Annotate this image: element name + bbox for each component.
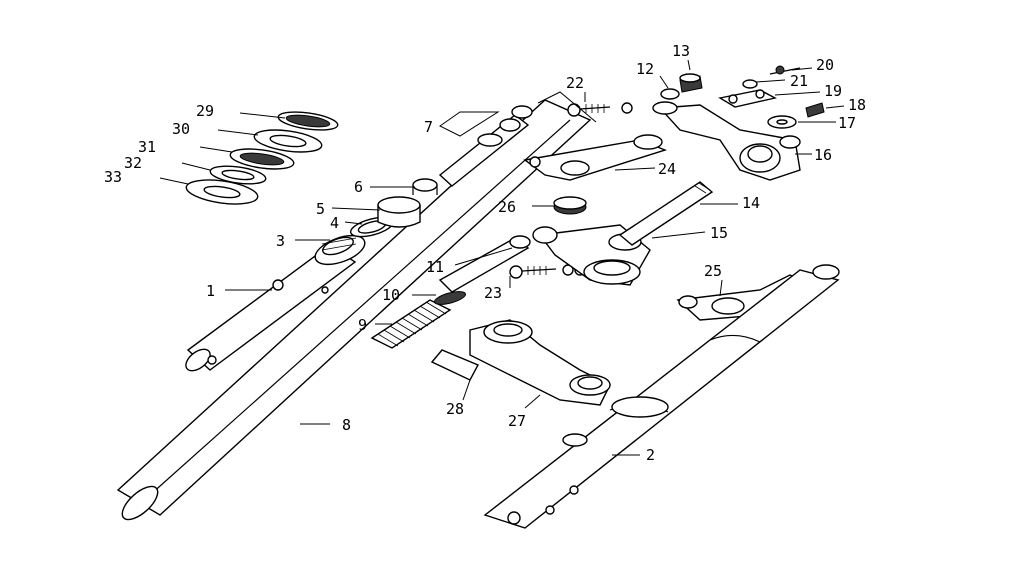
- callout-7: 7: [424, 118, 433, 136]
- callout-10: 10: [382, 286, 400, 304]
- part-21-washer: [742, 79, 758, 89]
- callout-27: 27: [508, 412, 526, 430]
- callout-17: 17: [838, 114, 856, 132]
- callout-9: 9: [358, 316, 367, 334]
- part-27-clamp: [469, 319, 611, 406]
- callout-23: 23: [484, 284, 502, 302]
- part-16-upper-clamp: [652, 101, 801, 181]
- callout-12: 12: [636, 60, 654, 78]
- callout-1: 1: [206, 282, 215, 300]
- part-11-pipe: [438, 235, 531, 293]
- callout-8: 8: [342, 416, 351, 434]
- callout-29: 29: [196, 102, 214, 120]
- callout-3: 3: [276, 232, 285, 250]
- callout-33: 33: [104, 168, 122, 186]
- callout-13: 13: [672, 42, 690, 60]
- part-29-nut: [277, 111, 339, 131]
- part-20-pin: [769, 65, 801, 75]
- part-10-small-spring: [433, 291, 467, 305]
- callout-4: 4: [330, 214, 339, 232]
- part-9-spring: [370, 299, 452, 349]
- part-31-bearing: [229, 148, 295, 170]
- part-2-fork-leg: [483, 264, 840, 529]
- part-8-fork-tube: [116, 99, 592, 521]
- part-12-washer: [660, 88, 680, 100]
- part-17-washer: [767, 115, 797, 129]
- part-1-left-tube: [185, 244, 357, 372]
- callout-32: 32: [124, 154, 142, 172]
- part-26-spring: [553, 196, 587, 215]
- callout-26: 26: [498, 198, 516, 216]
- part-7-damper-rod: [438, 105, 533, 187]
- callout-28: 28: [446, 400, 464, 418]
- part-14-stem: [618, 181, 714, 246]
- part-32-race: [209, 165, 267, 185]
- part-3-cap: [314, 234, 366, 266]
- callout-22: 22: [566, 74, 584, 92]
- part-5-bushing: [377, 196, 421, 228]
- callout-5: 5: [316, 200, 325, 218]
- callout-25: 25: [704, 262, 722, 280]
- part-30-washer: [253, 129, 323, 153]
- callout-14: 14: [742, 194, 760, 212]
- leader-lines: [159, 59, 845, 456]
- part-13-bolt: [679, 73, 703, 93]
- part-25-bracket: [676, 274, 812, 321]
- callout-24: 24: [658, 160, 676, 178]
- part-33-race: [185, 179, 259, 205]
- part-22-bolt: [567, 102, 633, 117]
- part-19-plate: [718, 89, 777, 108]
- callout-18: 18: [848, 96, 866, 114]
- callout-6: 6: [354, 178, 363, 196]
- callout-30: 30: [172, 120, 190, 138]
- callout-16: 16: [814, 146, 832, 164]
- part-18-screw: [805, 102, 825, 118]
- callout-2: 2: [646, 446, 655, 464]
- part-24-bracket: [523, 134, 668, 181]
- part-28-cover: [430, 349, 479, 381]
- part-15-lower-clamp: [532, 224, 651, 286]
- callout-20: 20: [816, 56, 834, 74]
- callout-11: 11: [426, 258, 444, 276]
- callout-15: 15: [710, 224, 728, 242]
- part-6-sleeve: [412, 178, 438, 195]
- callout-31: 31: [138, 138, 156, 156]
- callout-19: 19: [824, 82, 842, 100]
- callout-21: 21: [790, 72, 808, 90]
- callout-labels: 1 2 3 4 5 6 7 8 9 10 11 12 13 14 15 16 1…: [104, 42, 866, 464]
